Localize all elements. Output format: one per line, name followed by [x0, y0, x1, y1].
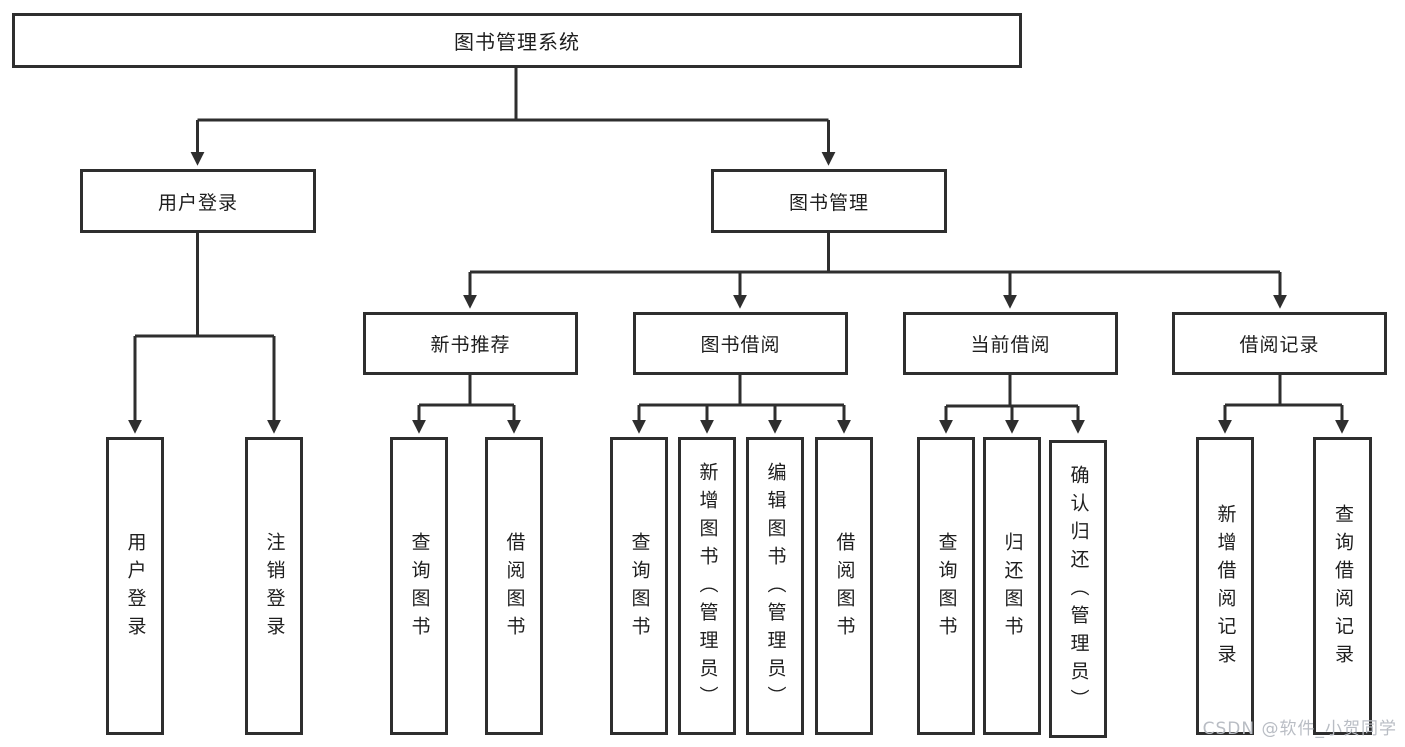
leaf-query-borrow-record: 查询借阅记录 — [1313, 437, 1372, 735]
leaf-add-books-admin: 新增图书（管理员） — [678, 437, 736, 735]
node-borrow-records: 借阅记录 — [1172, 312, 1387, 375]
leaf-logout: 注销登录 — [245, 437, 303, 735]
leaf-query-books-3: 查询图书 — [917, 437, 975, 735]
leaf-query-books: 查询图书 — [390, 437, 448, 735]
node-new-book-recommend: 新书推荐 — [363, 312, 578, 375]
node-current-borrow: 当前借阅 — [903, 312, 1118, 375]
leaf-confirm-return-admin: 确认归还（管理员） — [1049, 440, 1107, 738]
leaf-query-books-2: 查询图书 — [610, 437, 668, 735]
node-root-library-system: 图书管理系统 — [12, 13, 1022, 68]
leaf-edit-books-admin: 编辑图书（管理员） — [746, 437, 804, 735]
leaf-return-books: 归还图书 — [983, 437, 1041, 735]
leaf-user-login: 用户登录 — [106, 437, 164, 735]
leaf-borrow-books-2: 借阅图书 — [815, 437, 873, 735]
node-book-borrow: 图书借阅 — [633, 312, 848, 375]
leaf-add-borrow-record: 新增借阅记录 — [1196, 437, 1254, 735]
leaf-borrow-books: 借阅图书 — [485, 437, 543, 735]
node-book-management: 图书管理 — [711, 169, 947, 233]
csdn-watermark: CSDN @软件_小贺同学 — [1202, 719, 1397, 739]
node-user-login: 用户登录 — [80, 169, 316, 233]
